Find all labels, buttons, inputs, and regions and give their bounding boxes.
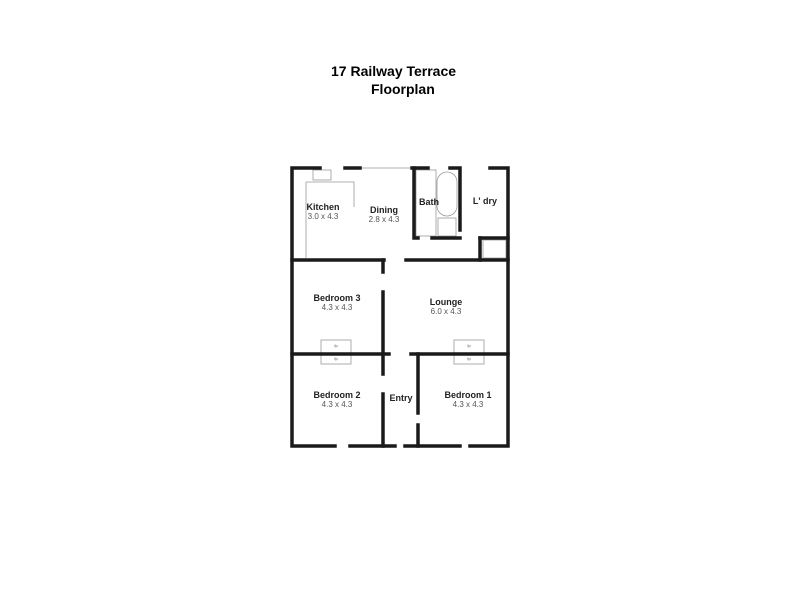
room-dims-bedroom-2: 4.3 x 4.3 (322, 400, 353, 409)
fireplace-label: fp (334, 356, 338, 361)
room-name-entry: Entry (389, 393, 412, 403)
fireplace-bedroom3 (320, 339, 352, 365)
room-dims-lounge: 6.0 x 4.3 (431, 307, 462, 316)
room-dims-dining: 2.8 x 4.3 (369, 215, 400, 224)
room-name-bedroom-3: Bedroom 3 (313, 293, 360, 303)
floorplan-subtitle: Floorplan (371, 81, 435, 97)
fireplace-label: fp (467, 356, 471, 361)
fireplace-label: fp (467, 343, 471, 348)
toilet-room (482, 239, 507, 259)
room-labels: Kitchen 3.0 x 4.3 Dining 2.8 x 4.3 Bath … (306, 196, 497, 409)
room-name-kitchen: Kitchen (306, 202, 339, 212)
fireplace-lounge (453, 339, 485, 365)
room-name-laundry: L' dry (473, 196, 497, 206)
room-name-dining: Dining (370, 205, 398, 215)
room-name-bedroom-1: Bedroom 1 (444, 390, 491, 400)
fixtures (305, 167, 507, 365)
room-dims-kitchen: 3.0 x 4.3 (308, 212, 339, 221)
room-name-bath: Bath (419, 197, 439, 207)
shower (437, 217, 457, 237)
kitchen-sink (312, 169, 332, 181)
room-dims-bedroom-1: 4.3 x 4.3 (453, 400, 484, 409)
walls (290, 166, 510, 448)
kitchen-bench (306, 181, 355, 207)
floorplan-title: 17 Railway Terrace (331, 63, 457, 79)
bath-tiles (415, 169, 437, 237)
room-name-lounge: Lounge (430, 297, 463, 307)
room-dims-bedroom-3: 4.3 x 4.3 (322, 303, 353, 312)
bathtub (436, 171, 458, 217)
fireplace-label: fp (334, 343, 338, 348)
room-name-bedroom-2: Bedroom 2 (313, 390, 360, 400)
